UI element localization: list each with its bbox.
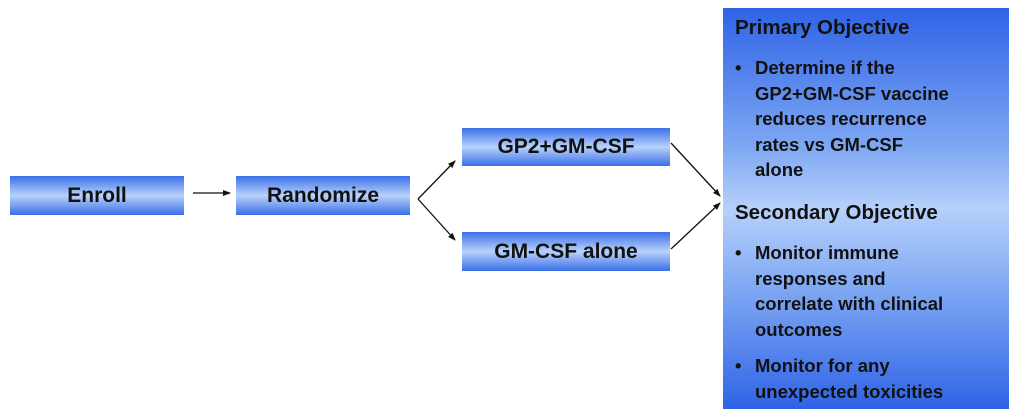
bullet-line: responses and bbox=[755, 267, 886, 289]
bullet-line: reduces recurrence bbox=[755, 108, 927, 129]
bullet-line: Monitor immune bbox=[755, 242, 899, 263]
randomize-box: Randomize bbox=[236, 176, 410, 215]
objectives-panel: Primary Objective • Determine if the GP2… bbox=[723, 8, 1009, 409]
bullet-line: correlate with clinical bbox=[755, 293, 944, 314]
bullet-icon: • bbox=[735, 355, 742, 376]
enroll-box: Enroll bbox=[10, 176, 184, 215]
bullet-line: Monitor for any bbox=[755, 355, 890, 376]
bullet-line: unexpected toxicities bbox=[755, 380, 944, 402]
bullet-line: GP2+GM-CSF vaccine bbox=[755, 82, 949, 104]
secondary-objective-title: Secondary Objective bbox=[735, 201, 938, 224]
primary-objective-title: Primary Objective bbox=[735, 16, 910, 39]
bullet-icon: • bbox=[735, 57, 742, 78]
secondary-bullet: • Monitor for any unexpected toxicities bbox=[735, 353, 943, 404]
bullet-line: alone bbox=[755, 159, 804, 180]
arrow-randomize-to-arm-b bbox=[417, 198, 456, 241]
arrow-arm-b-to-objectives bbox=[670, 202, 721, 250]
arm-a-box: GP2+GM-CSF bbox=[462, 128, 670, 166]
arm-b-label: GM-CSF alone bbox=[494, 239, 638, 263]
randomize-label: Randomize bbox=[266, 183, 379, 207]
arm-a-label: GP2+GM-CSF bbox=[497, 135, 635, 158]
arrow-arm-a-to-objectives bbox=[670, 142, 721, 197]
bullet-line: Determine if the bbox=[755, 57, 895, 78]
bullet-line: rates vs GM-CSF bbox=[755, 133, 904, 155]
bullet-line: outcomes bbox=[755, 318, 843, 340]
arrow-randomize-to-arm-a bbox=[417, 160, 456, 200]
arm-b-box: GM-CSF alone bbox=[462, 232, 670, 271]
primary-bullet: • Determine if the GP2+GM-CSF vaccine re… bbox=[735, 55, 949, 183]
bullet-icon: • bbox=[735, 242, 742, 263]
secondary-bullet: • Monitor immune responses and correlate… bbox=[735, 240, 943, 342]
enroll-label: Enroll bbox=[67, 183, 127, 207]
